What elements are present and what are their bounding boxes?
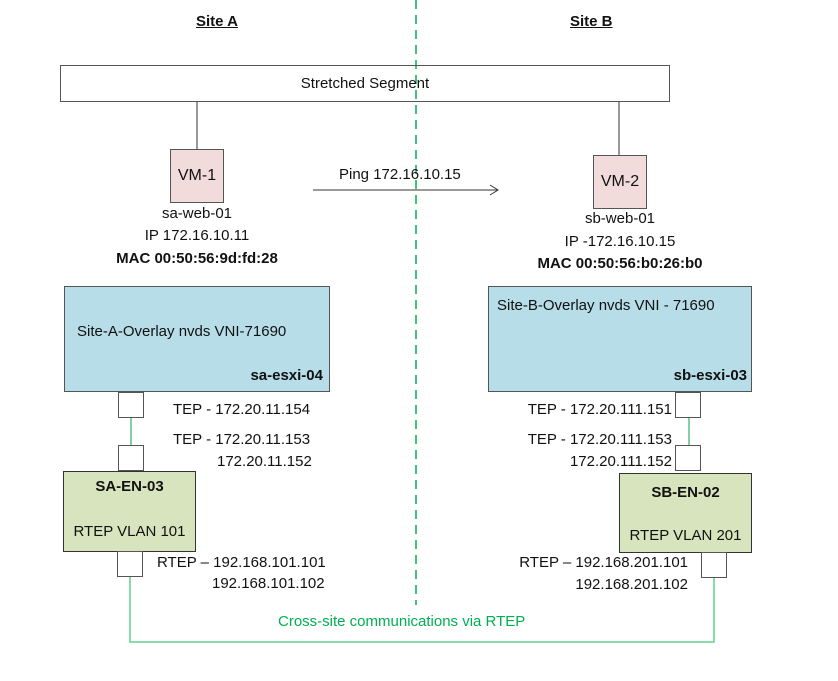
vm1-mac: MAC 00:50:56:9d:fd:28: [116, 250, 278, 267]
edge-b-vlan: RTEP VLAN 201: [629, 527, 742, 544]
vm1-box: VM-1: [170, 149, 224, 203]
stretched-segment-label: Stretched Segment: [300, 75, 430, 92]
edge-b-rtep-2: 192.168.201.102: [575, 576, 688, 593]
edge-a-rtep-port: [117, 551, 143, 577]
edge-b-tep-2: 172.20.111.152: [569, 453, 672, 470]
edge-a-vlan: RTEP VLAN 101: [73, 523, 186, 540]
edge-b-name: SB-EN-02: [651, 484, 720, 501]
host-b-name: sb-esxi-03: [673, 367, 747, 384]
host-b-overlay: Site-B-Overlay nvds VNI - 71690: [497, 297, 715, 314]
ping-label: Ping 172.16.10.15: [339, 166, 461, 183]
edge-b-tep-port: [675, 445, 701, 471]
edge-b-rtep-port: [701, 552, 727, 578]
vm2-ip: IP -172.16.10.15: [564, 233, 676, 250]
stretched-segment: Stretched Segment: [60, 65, 670, 102]
ping-arrow-head: [489, 184, 499, 196]
edge-a-tep-1: TEP - 172.20.11.153: [173, 431, 311, 448]
edge-a-name: SA-EN-03: [95, 478, 164, 495]
vm2-box: VM-2: [593, 155, 647, 209]
edge-a-rtep-2: 192.168.101.102: [212, 575, 325, 592]
host-b-tep-port: [675, 392, 701, 418]
edge-a-tep-port: [118, 445, 144, 471]
host-b-tep: TEP - 172.20.111.151: [527, 401, 672, 418]
vm2-mac: MAC 00:50:56:b0:26:b0: [537, 255, 703, 272]
site-b-title: Site B: [570, 13, 613, 30]
site-a-title: Site A: [196, 13, 238, 30]
vm1-hostname: sa-web-01: [161, 205, 233, 222]
host-sa-esxi-04: Site-A-Overlay nvds VNI-71690 sa-esxi-04: [64, 286, 330, 392]
host-a-name: sa-esxi-04: [250, 367, 323, 384]
edge-a-tep-2: 172.20.11.152: [217, 453, 312, 470]
vm1-label: VM-1: [177, 167, 217, 184]
vm2-label: VM-2: [600, 173, 640, 190]
edge-sa-en-03: SA-EN-03 RTEP VLAN 101: [63, 471, 196, 552]
vm1-ip: IP 172.16.10.11: [144, 227, 250, 244]
vm2-hostname: sb-web-01: [584, 210, 656, 227]
host-a-tep: TEP - 172.20.11.154: [173, 401, 311, 418]
host-a-tep-port: [118, 392, 144, 418]
cross-site-label: Cross-site communications via RTEP: [278, 613, 526, 630]
edge-b-tep-1: TEP - 172.20.111.153: [527, 431, 672, 448]
edge-a-rtep-1: RTEP – 192.168.101.101: [157, 554, 326, 571]
edge-sb-en-02: SB-EN-02 RTEP VLAN 201: [619, 473, 752, 553]
host-sb-esxi-03: Site-B-Overlay nvds VNI - 71690 sb-esxi-…: [488, 286, 752, 392]
edge-b-rtep-1: RTEP – 192.168.201.101: [519, 554, 688, 571]
rtep-link: [129, 577, 715, 643]
host-a-overlay: Site-A-Overlay nvds VNI-71690: [77, 323, 287, 340]
